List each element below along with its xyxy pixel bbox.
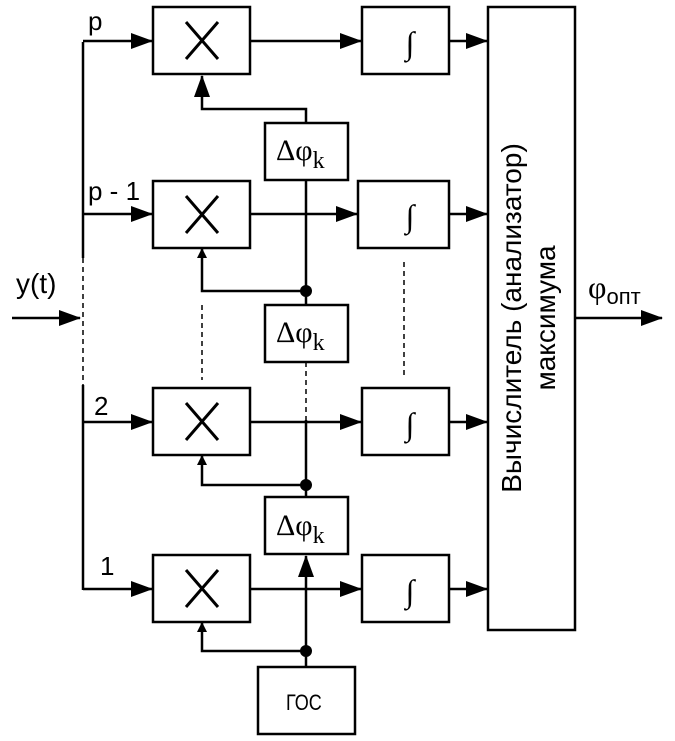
- channel-label-p: p: [88, 6, 102, 36]
- integrator-p: [360, 5, 451, 76]
- integral-icon: ∫: [404, 406, 417, 444]
- input-label: y(t): [16, 268, 56, 299]
- svg-text:Вычислитель (анализатор): Вычислитель (анализатор): [496, 143, 527, 493]
- phase-shift-block: [263, 303, 350, 364]
- multiply-icon: [184, 195, 220, 234]
- ref-to-multiplier-p-minus-1: [197, 248, 306, 293]
- output-label: φопт: [588, 269, 641, 309]
- maximum-analyzer-block: [486, 5, 577, 632]
- integrator-2: [360, 386, 451, 457]
- integral-icon: ∫: [404, 573, 417, 611]
- channel-label-2: 2: [94, 391, 108, 421]
- phase-shift-label: Δφk: [276, 316, 325, 356]
- reference-generator-label: ГОС: [286, 691, 322, 715]
- channel-label-p-minus-1: p - 1: [88, 176, 140, 206]
- multiply-icon: [184, 569, 220, 608]
- channel-label-1: 1: [100, 551, 114, 581]
- ref-to-multiplier-1: [197, 622, 306, 653]
- reference-generator-block: [256, 665, 357, 736]
- integral-icon: ∫: [404, 198, 417, 236]
- phase-shift-label: Δφk: [276, 134, 325, 174]
- maximum-analyzer-label: Вычислитель (анализатор) максимума: [496, 143, 561, 493]
- integrator-p-minus-1: [356, 179, 451, 250]
- ref-to-multiplier-2: [197, 455, 306, 487]
- svg-text:максимума: максимума: [530, 245, 561, 391]
- multiply-icon: [184, 402, 220, 441]
- phase-shift-block: [263, 495, 350, 556]
- phase-shift-label: Δφk: [276, 509, 325, 549]
- ref-to-multiplier-p: [194, 75, 308, 123]
- integral-icon: ∫: [404, 25, 417, 63]
- multiply-icon: [184, 21, 220, 60]
- integrator-1: [360, 553, 451, 624]
